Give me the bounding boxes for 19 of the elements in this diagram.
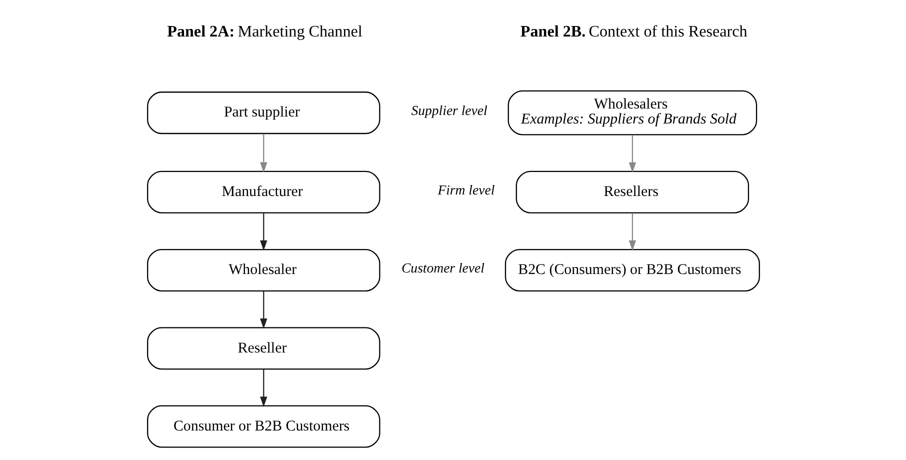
node-box: Resellers <box>515 170 749 214</box>
arrow <box>628 135 636 173</box>
node-box: Manufacturer <box>146 170 380 214</box>
arrow <box>260 134 267 173</box>
arrow <box>260 291 267 329</box>
arrow <box>260 369 267 408</box>
node-label: Firm level <box>437 182 494 198</box>
node-box: Wholesaler <box>146 248 380 292</box>
arrow <box>628 213 636 251</box>
node-box: Wholesalers Examples: Suppliers of Brands Sold <box>507 90 757 136</box>
node-box: Consumer or B2B Customers <box>146 405 380 448</box>
node-box: Part supplier <box>146 92 380 134</box>
node-box: Reseller <box>146 327 380 370</box>
node-label: Customer level <box>401 260 484 276</box>
node-box: B2C (Consumers) or B2B Customers <box>504 248 760 292</box>
label: Panel 2B. Context of this Research <box>520 24 747 41</box>
node-label: Supplier level <box>410 103 487 118</box>
arrow <box>260 213 267 251</box>
label: Panel 2A: Marketing Channel <box>166 24 362 41</box>
